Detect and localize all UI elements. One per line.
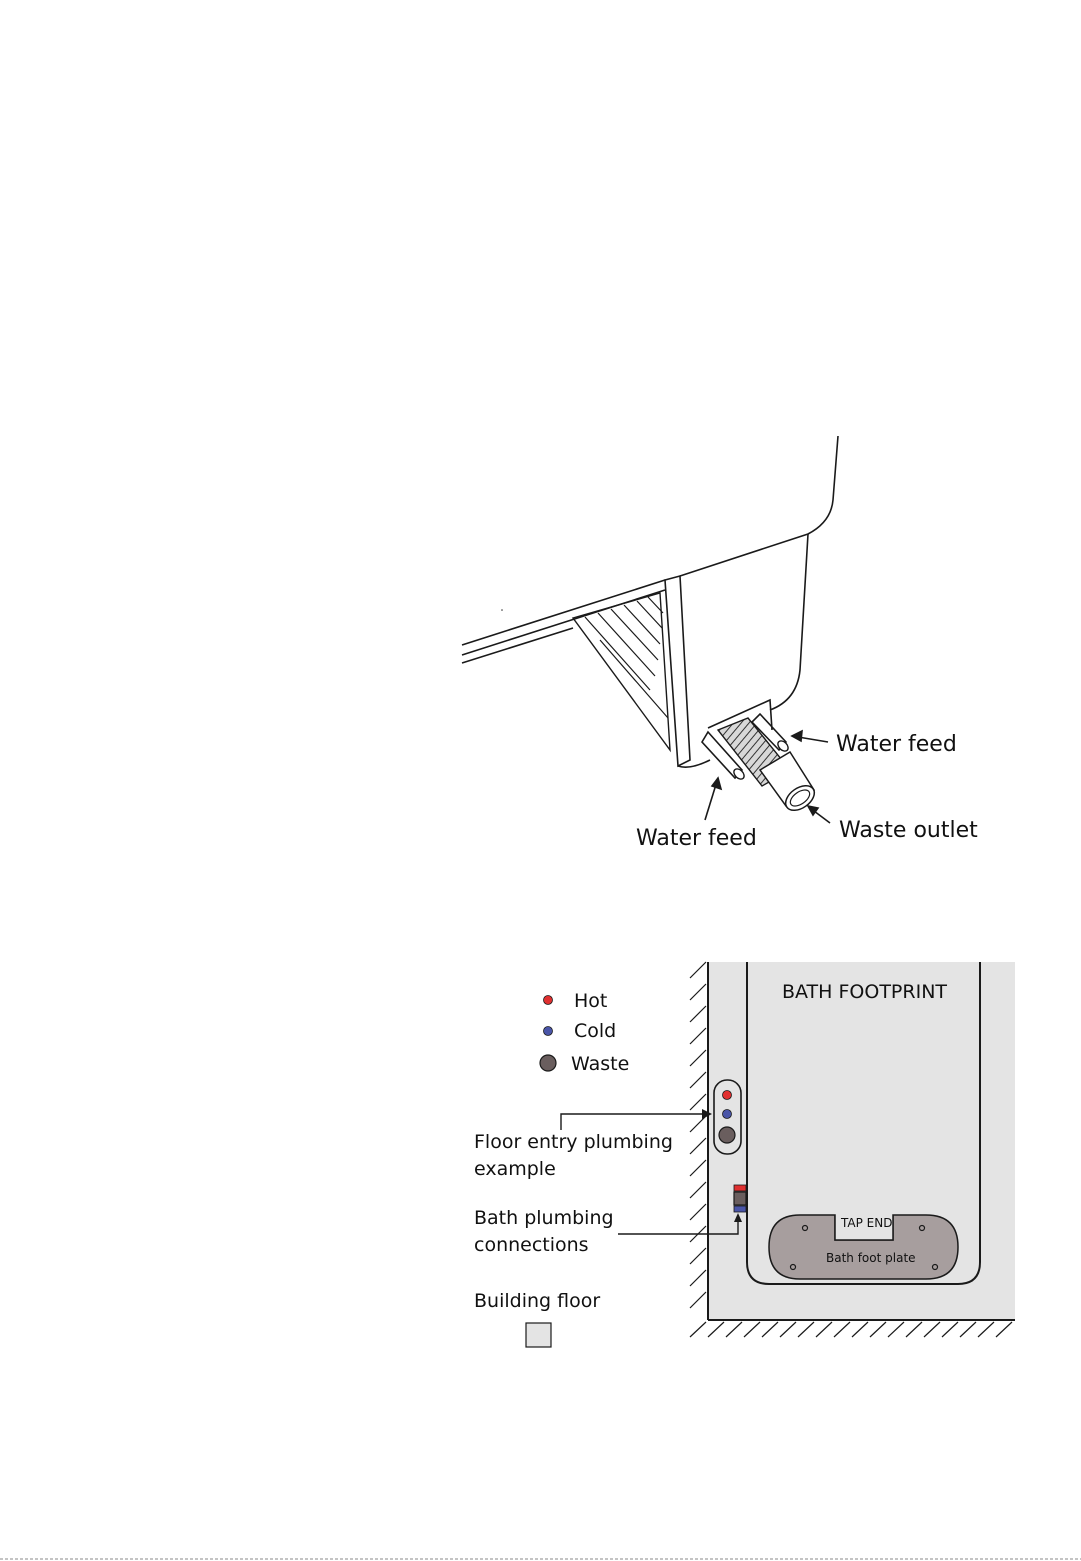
legend-waste-label: Waste [571, 1053, 629, 1075]
bath-support [573, 593, 670, 750]
bath-drawing [462, 436, 838, 815]
bath-support-hatching [585, 597, 668, 718]
connection-hot [734, 1185, 746, 1191]
legend-hot-label: Hot [574, 990, 607, 1012]
wall-left-hatching [690, 962, 706, 1308]
legend-cold-dot [544, 1027, 553, 1036]
connections-label-2: connections [474, 1234, 589, 1256]
tap-end-label: TAP END [840, 1216, 892, 1230]
bath-body-right [770, 534, 808, 710]
building-floor-swatch [526, 1323, 551, 1347]
plumbing-legend: Hot Cold Waste [540, 990, 629, 1075]
foot-plate-label: Bath foot plate [826, 1251, 916, 1265]
floor-entry-label-2: example [474, 1158, 556, 1180]
building-floor-label: Building floor [474, 1290, 600, 1312]
connections-label-1: Bath plumbing [474, 1207, 614, 1229]
floor-entry-cold [723, 1110, 732, 1119]
connection-cold [734, 1206, 746, 1212]
bath-footprint-label: BATH FOOTPRINT [782, 981, 947, 1003]
label-water-feed-left: Water feed [636, 826, 757, 851]
floor-entry-label-1: Floor entry plumbing [474, 1131, 673, 1153]
legend-waste-dot [540, 1055, 556, 1071]
connection-waste [734, 1192, 746, 1205]
floor-entry-waste [719, 1127, 735, 1143]
floor-entry-leader [561, 1114, 706, 1130]
label-water-feed-right: Water feed [836, 732, 957, 757]
legend-hot-dot [544, 996, 553, 1005]
bath-rim-edge [680, 436, 838, 576]
wall-bottom-hatching [690, 1322, 1012, 1337]
bath-top-edge-lower [462, 628, 573, 663]
label-waste-outlet: Waste outlet [839, 818, 978, 843]
legend-cold-label: Cold [574, 1020, 616, 1042]
floor-entry-hot [723, 1091, 732, 1100]
